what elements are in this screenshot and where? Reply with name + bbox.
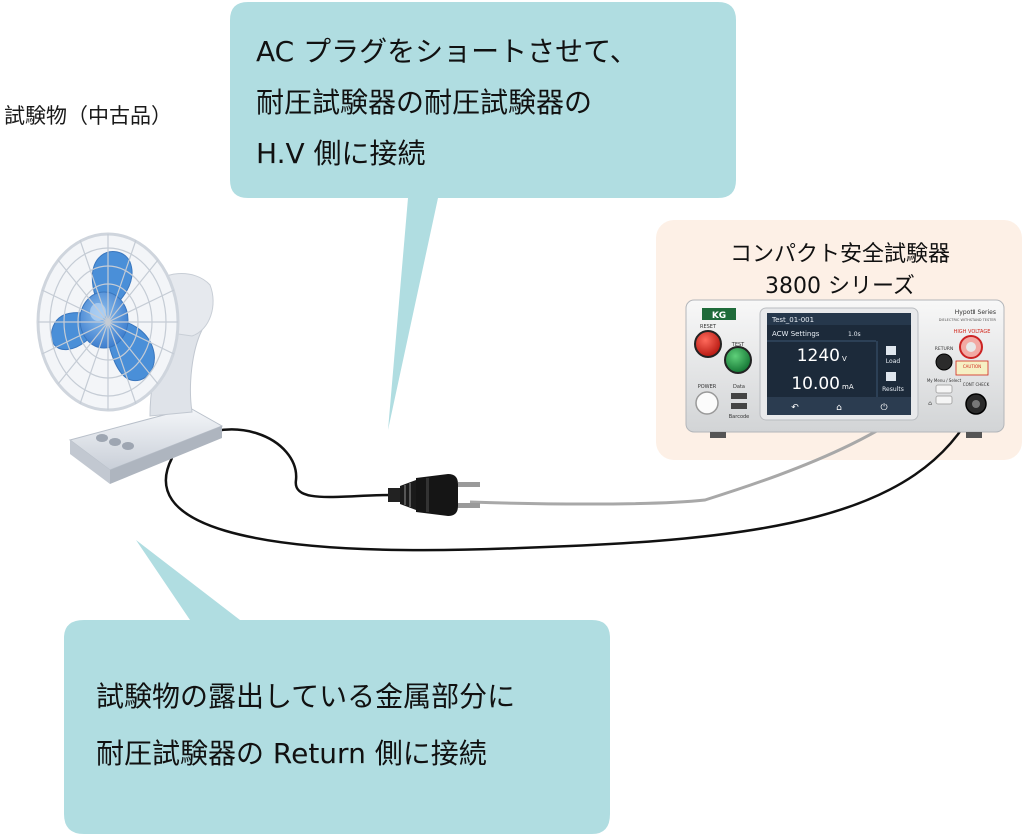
home-icon[interactable]: ⌂: [836, 403, 842, 413]
ac-plug-icon: [388, 474, 480, 516]
cont-check-label: CONT CHECK: [963, 382, 990, 387]
callout-top: [230, 2, 736, 430]
series-title: HypotⅡ Series: [955, 309, 996, 316]
usb-port-1[interactable]: [731, 393, 747, 399]
load-icon[interactable]: [886, 346, 896, 355]
callout-top-shape: [230, 2, 736, 430]
dut-label: 試験物（中古品）: [4, 104, 172, 128]
callout-top-line-1: AC プラグをショートさせて、: [256, 35, 638, 68]
tester-title-line-1: コンパクト安全試験器: [729, 242, 950, 267]
screen-mode: ACW Settings: [772, 330, 820, 338]
usb-port-2[interactable]: [731, 403, 747, 409]
tester-title-line-2: 3800 シリーズ: [765, 274, 915, 299]
series-subtitle: DIELECTRIC WITHSTAND TESTER: [939, 318, 997, 322]
screen-current: 10.00: [791, 374, 840, 394]
barcode-label: Barcode: [729, 414, 750, 420]
caution-sticker: [955, 360, 989, 376]
callout-bottom-line-2: 耐圧試験器の Return 側に接続: [96, 737, 487, 770]
safety-tester-device: KG RESET TEST POWER Data Barcode Test_01…: [685, 299, 1005, 438]
return-cable: [164, 404, 978, 552]
back-icon[interactable]: ↶: [791, 403, 799, 413]
reset-button[interactable]: [694, 330, 722, 358]
test-button[interactable]: [724, 346, 752, 374]
screen-time: 1.0s: [848, 331, 861, 338]
screen-test-id: Test_01-001: [771, 316, 814, 324]
results-icon[interactable]: [886, 372, 896, 381]
desk-fan-icon: [36, 232, 224, 484]
return-terminal[interactable]: [935, 353, 953, 371]
screen-voltage-unit: V: [842, 355, 847, 363]
callout-top-text: AC プラグをショートさせて、 耐圧試験器の耐圧試験器の H.V 側に接続: [256, 26, 638, 179]
return-label: RETURN: [935, 346, 954, 352]
callout-top-line-2: 耐圧試験器の耐圧試験器の: [256, 86, 593, 119]
power-label: POWER: [698, 384, 717, 390]
menu-home-icon[interactable]: ⌂: [928, 400, 932, 407]
caution-label: CAUTION: [963, 364, 981, 369]
menu-label: My Menu / Select: [927, 378, 962, 383]
brand-text: KG: [712, 311, 726, 321]
power-button[interactable]: [695, 391, 719, 415]
high-voltage-label: HIGH VOLTAGE: [954, 329, 991, 335]
menu-button-up[interactable]: [935, 384, 953, 394]
menu-button-down[interactable]: [935, 395, 953, 405]
fan-guard-wires: [38, 234, 178, 410]
callout-bottom-shape: [64, 540, 610, 834]
reset-label: RESET: [700, 324, 717, 330]
screen-results: Results: [882, 386, 904, 393]
callout-bottom-text: 試験物の露出している金属部分に 耐圧試験器の Return 側に接続: [96, 668, 515, 782]
brand-badge: [702, 308, 736, 320]
screen-voltage: 1240: [797, 346, 840, 366]
test-label: TEST: [731, 342, 745, 348]
callout-bottom: [64, 540, 610, 834]
screen-load: Load: [886, 358, 901, 365]
callout-top-line-3: H.V 側に接続: [256, 137, 426, 170]
data-label: Data: [733, 384, 745, 390]
power-soft-icon[interactable]: ⏻: [880, 402, 887, 413]
screen-current-unit: mA: [842, 383, 854, 391]
callout-bottom-line-1: 試験物の露出している金属部分に: [96, 680, 516, 713]
